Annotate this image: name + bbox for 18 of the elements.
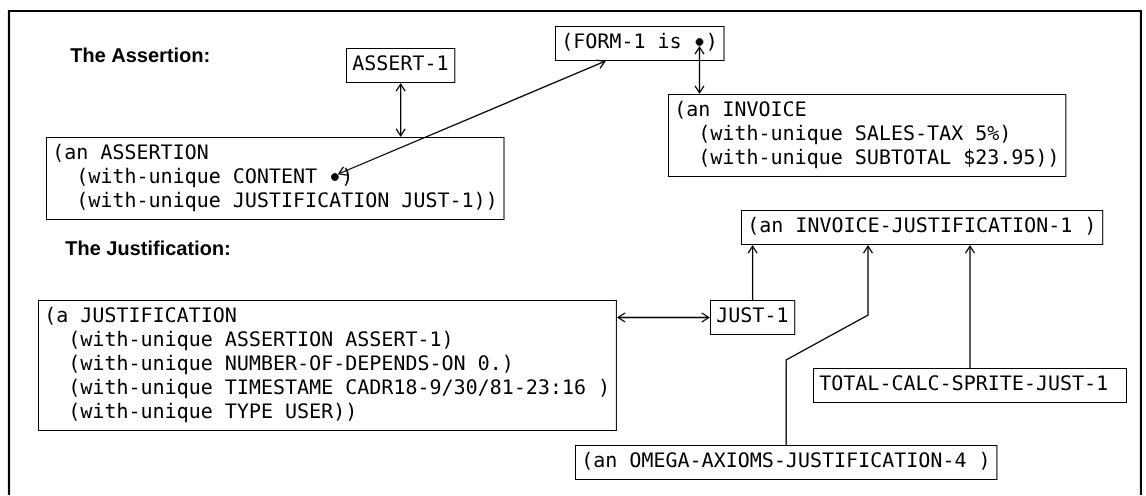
arrow [337, 59, 606, 176]
arrow [785, 245, 874, 446]
code-box: (an INVOICE (with-unique SALES-TAX 5%) (with-unique SUBTOTAL $23.95)) [668, 94, 1067, 177]
code-box: ASSERT-1 [346, 48, 456, 83]
section-heading: The Justification: [65, 240, 229, 256]
code-box: TOTAL-CALC-SPRITE-JUST-1 [813, 368, 1127, 403]
arrow [616, 312, 710, 323]
code-box: (a JUSTIFICATION (with-unique ASSERTION ASSERT-1) (with-unique NUMBER-OF-DEPENDS-ON 0.) (with-unique TIMESTAME CADR18-9/30/81-23:16 ) (with-unique TYPE USER)) [38, 300, 617, 431]
arrow [395, 83, 406, 137]
arrow [964, 245, 976, 369]
code-box: (an INVOICE-JUSTIFICATION-1 ) [741, 210, 1104, 245]
code-box: (an ASSERTION (with-unique CONTENT ) (with-unique JUSTIFICATION JUST-1)) [46, 137, 505, 220]
code-box: JUST-1 [710, 300, 796, 335]
code-box: (an OMEGA-AXIOMS-JUSTIFICATION-4 ) [575, 445, 998, 480]
arrow [694, 45, 705, 94]
arrow [747, 245, 758, 301]
section-heading: The Assertion: [70, 47, 209, 63]
code-box: (FORM-1 is ) [555, 26, 725, 61]
